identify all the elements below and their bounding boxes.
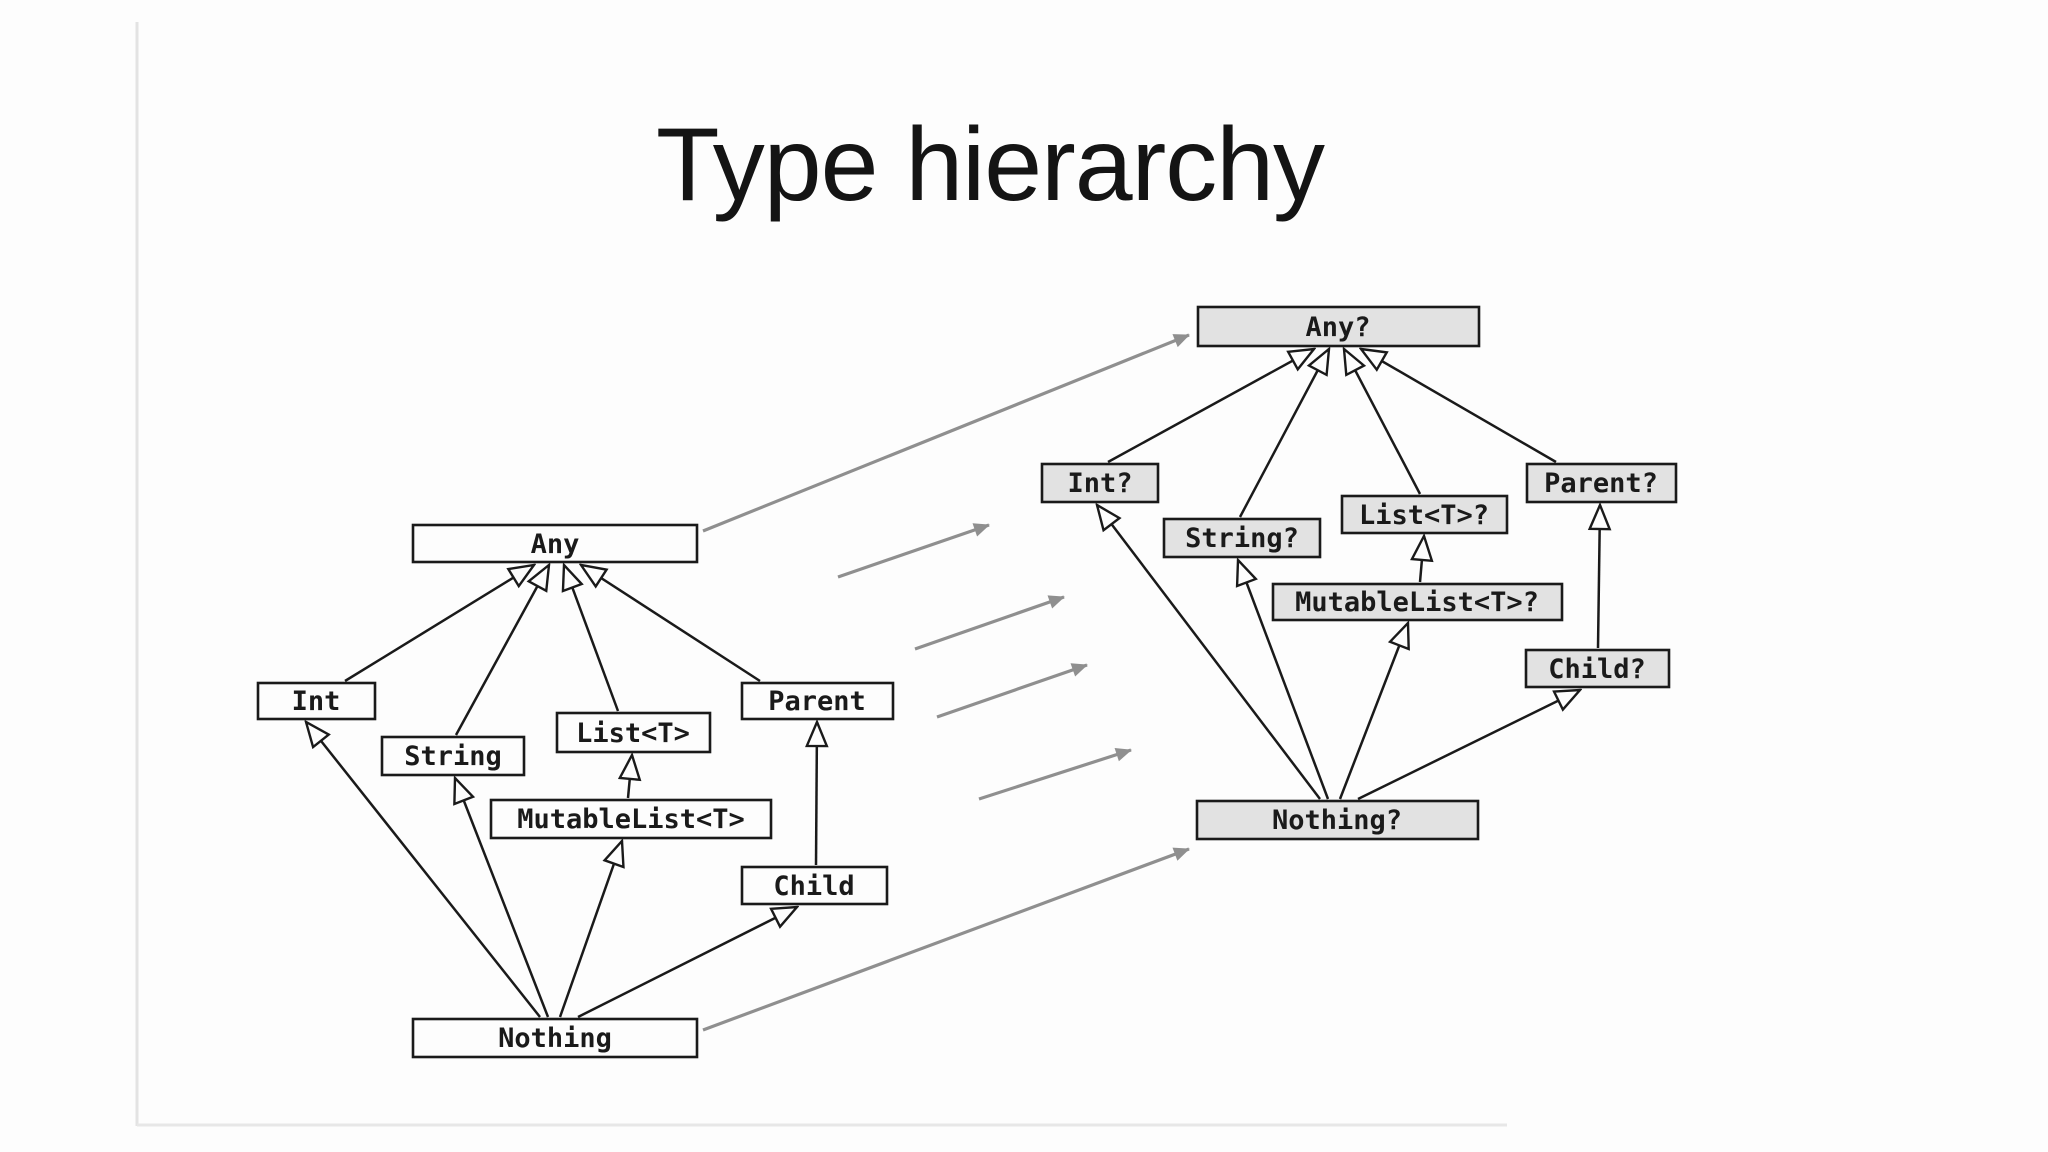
node-mutablelist-q-box (1271, 582, 1564, 622)
node-parent-label: Parent (768, 686, 866, 717)
node-child-q-box (1524, 648, 1671, 689)
mapping-arrow-nothing-to-nothing-q (702, 847, 1190, 1032)
page-title: Type hierarchy (656, 107, 1325, 223)
node-mutablelist-q: MutableList<T>? (1271, 582, 1564, 622)
node-int-q: Int? (1040, 462, 1160, 504)
mapping-arrow-short-4 (978, 747, 1132, 801)
edge-string-to-any (454, 565, 549, 736)
node-parent-q-box (1525, 462, 1678, 504)
node-nothing-q-box (1195, 799, 1480, 841)
edge-nothing-to-child (577, 907, 797, 1019)
subtype-edges-right (1097, 349, 1600, 801)
node-mutablelist: MutableList<T> (489, 798, 773, 840)
edge-string-q-to-any-q (1238, 349, 1329, 518)
node-int-q-label: Int? (1067, 468, 1132, 499)
node-parent-box (740, 681, 895, 721)
edge-nothing-q-to-string-q (1238, 560, 1330, 800)
node-string-q: String? (1162, 517, 1322, 559)
node-nothing-q: Nothing? (1195, 799, 1480, 841)
node-int: Int (256, 681, 377, 721)
node-int-label: Int (292, 686, 341, 717)
node-nothing-q-label: Nothing? (1272, 805, 1402, 836)
node-nothing-label: Nothing (498, 1023, 612, 1054)
mapping-arrow-any-to-any-q (702, 333, 1190, 533)
edge-parent-to-any (581, 565, 761, 683)
edge-list-q-to-any-q (1344, 349, 1422, 495)
edge-int-q-to-any-q (1107, 349, 1314, 464)
node-string-q-label: String? (1185, 523, 1299, 554)
mapping-arrow-short-3 (936, 663, 1088, 719)
node-list-box (555, 711, 712, 754)
node-string: String (380, 735, 526, 777)
node-string-box (380, 735, 526, 777)
edge-nothing-q-to-child-q (1357, 690, 1580, 801)
node-list-q-label: List<T>? (1359, 500, 1489, 531)
node-any: Any (411, 523, 699, 564)
node-any-box (411, 523, 699, 564)
node-child-label: Child (773, 871, 854, 902)
node-parent-q-label: Parent? (1544, 468, 1658, 499)
edge-nothing-to-int (306, 722, 541, 1018)
node-any-q: Any? (1196, 305, 1481, 348)
node-int-box (256, 681, 377, 721)
edge-nothing-q-to-mutablelist-q (1338, 623, 1408, 800)
edge-nothing-to-mutablelist (558, 841, 622, 1018)
node-mutablelist-box (489, 798, 773, 840)
node-nothing: Nothing (411, 1017, 699, 1059)
node-child: Child (740, 865, 889, 906)
node-list: List<T> (555, 711, 712, 754)
edge-nothing-q-to-int-q (1097, 505, 1321, 800)
mapping-arrow-short-2 (914, 595, 1065, 651)
edge-parent-q-to-any-q (1361, 349, 1557, 464)
right-diagram-nodes: Any? Int? String? List<T>? MutableList<T… (1040, 305, 1678, 841)
edge-child-to-parent (816, 722, 817, 866)
node-list-q: List<T>? (1340, 494, 1509, 535)
mapping-arrow-short-1 (837, 523, 990, 579)
node-any-q-box (1196, 305, 1481, 348)
edge-list-to-any (564, 565, 620, 712)
edge-int-to-any (344, 565, 534, 683)
node-nothing-box (411, 1017, 699, 1059)
left-diagram-nodes: Any Int String List<T> MutableList<T> Pa… (256, 523, 895, 1059)
node-parent: Parent (740, 681, 895, 721)
subtype-edges-left (306, 565, 817, 1019)
node-mutablelist-q-label: MutableList<T>? (1295, 587, 1539, 618)
mapping-arrows (702, 333, 1190, 1032)
node-any-label: Any (531, 529, 580, 560)
node-child-box (740, 865, 889, 906)
node-string-label: String (404, 741, 502, 772)
edge-nothing-to-string (455, 778, 550, 1018)
node-any-q-label: Any? (1305, 312, 1370, 343)
node-mutablelist-label: MutableList<T> (517, 804, 745, 835)
node-int-q-box (1040, 462, 1160, 504)
node-list-label: List<T> (576, 718, 690, 749)
node-string-q-box (1162, 517, 1322, 559)
node-child-q: Child? (1524, 648, 1671, 689)
edge-child-q-to-parent-q (1598, 505, 1600, 649)
node-list-q-box (1340, 494, 1509, 535)
node-parent-q: Parent? (1525, 462, 1678, 504)
edge-mutablelist-q-to-list-q (1420, 536, 1424, 583)
node-child-q-label: Child? (1548, 654, 1646, 685)
edge-mutablelist-to-list (628, 755, 632, 799)
